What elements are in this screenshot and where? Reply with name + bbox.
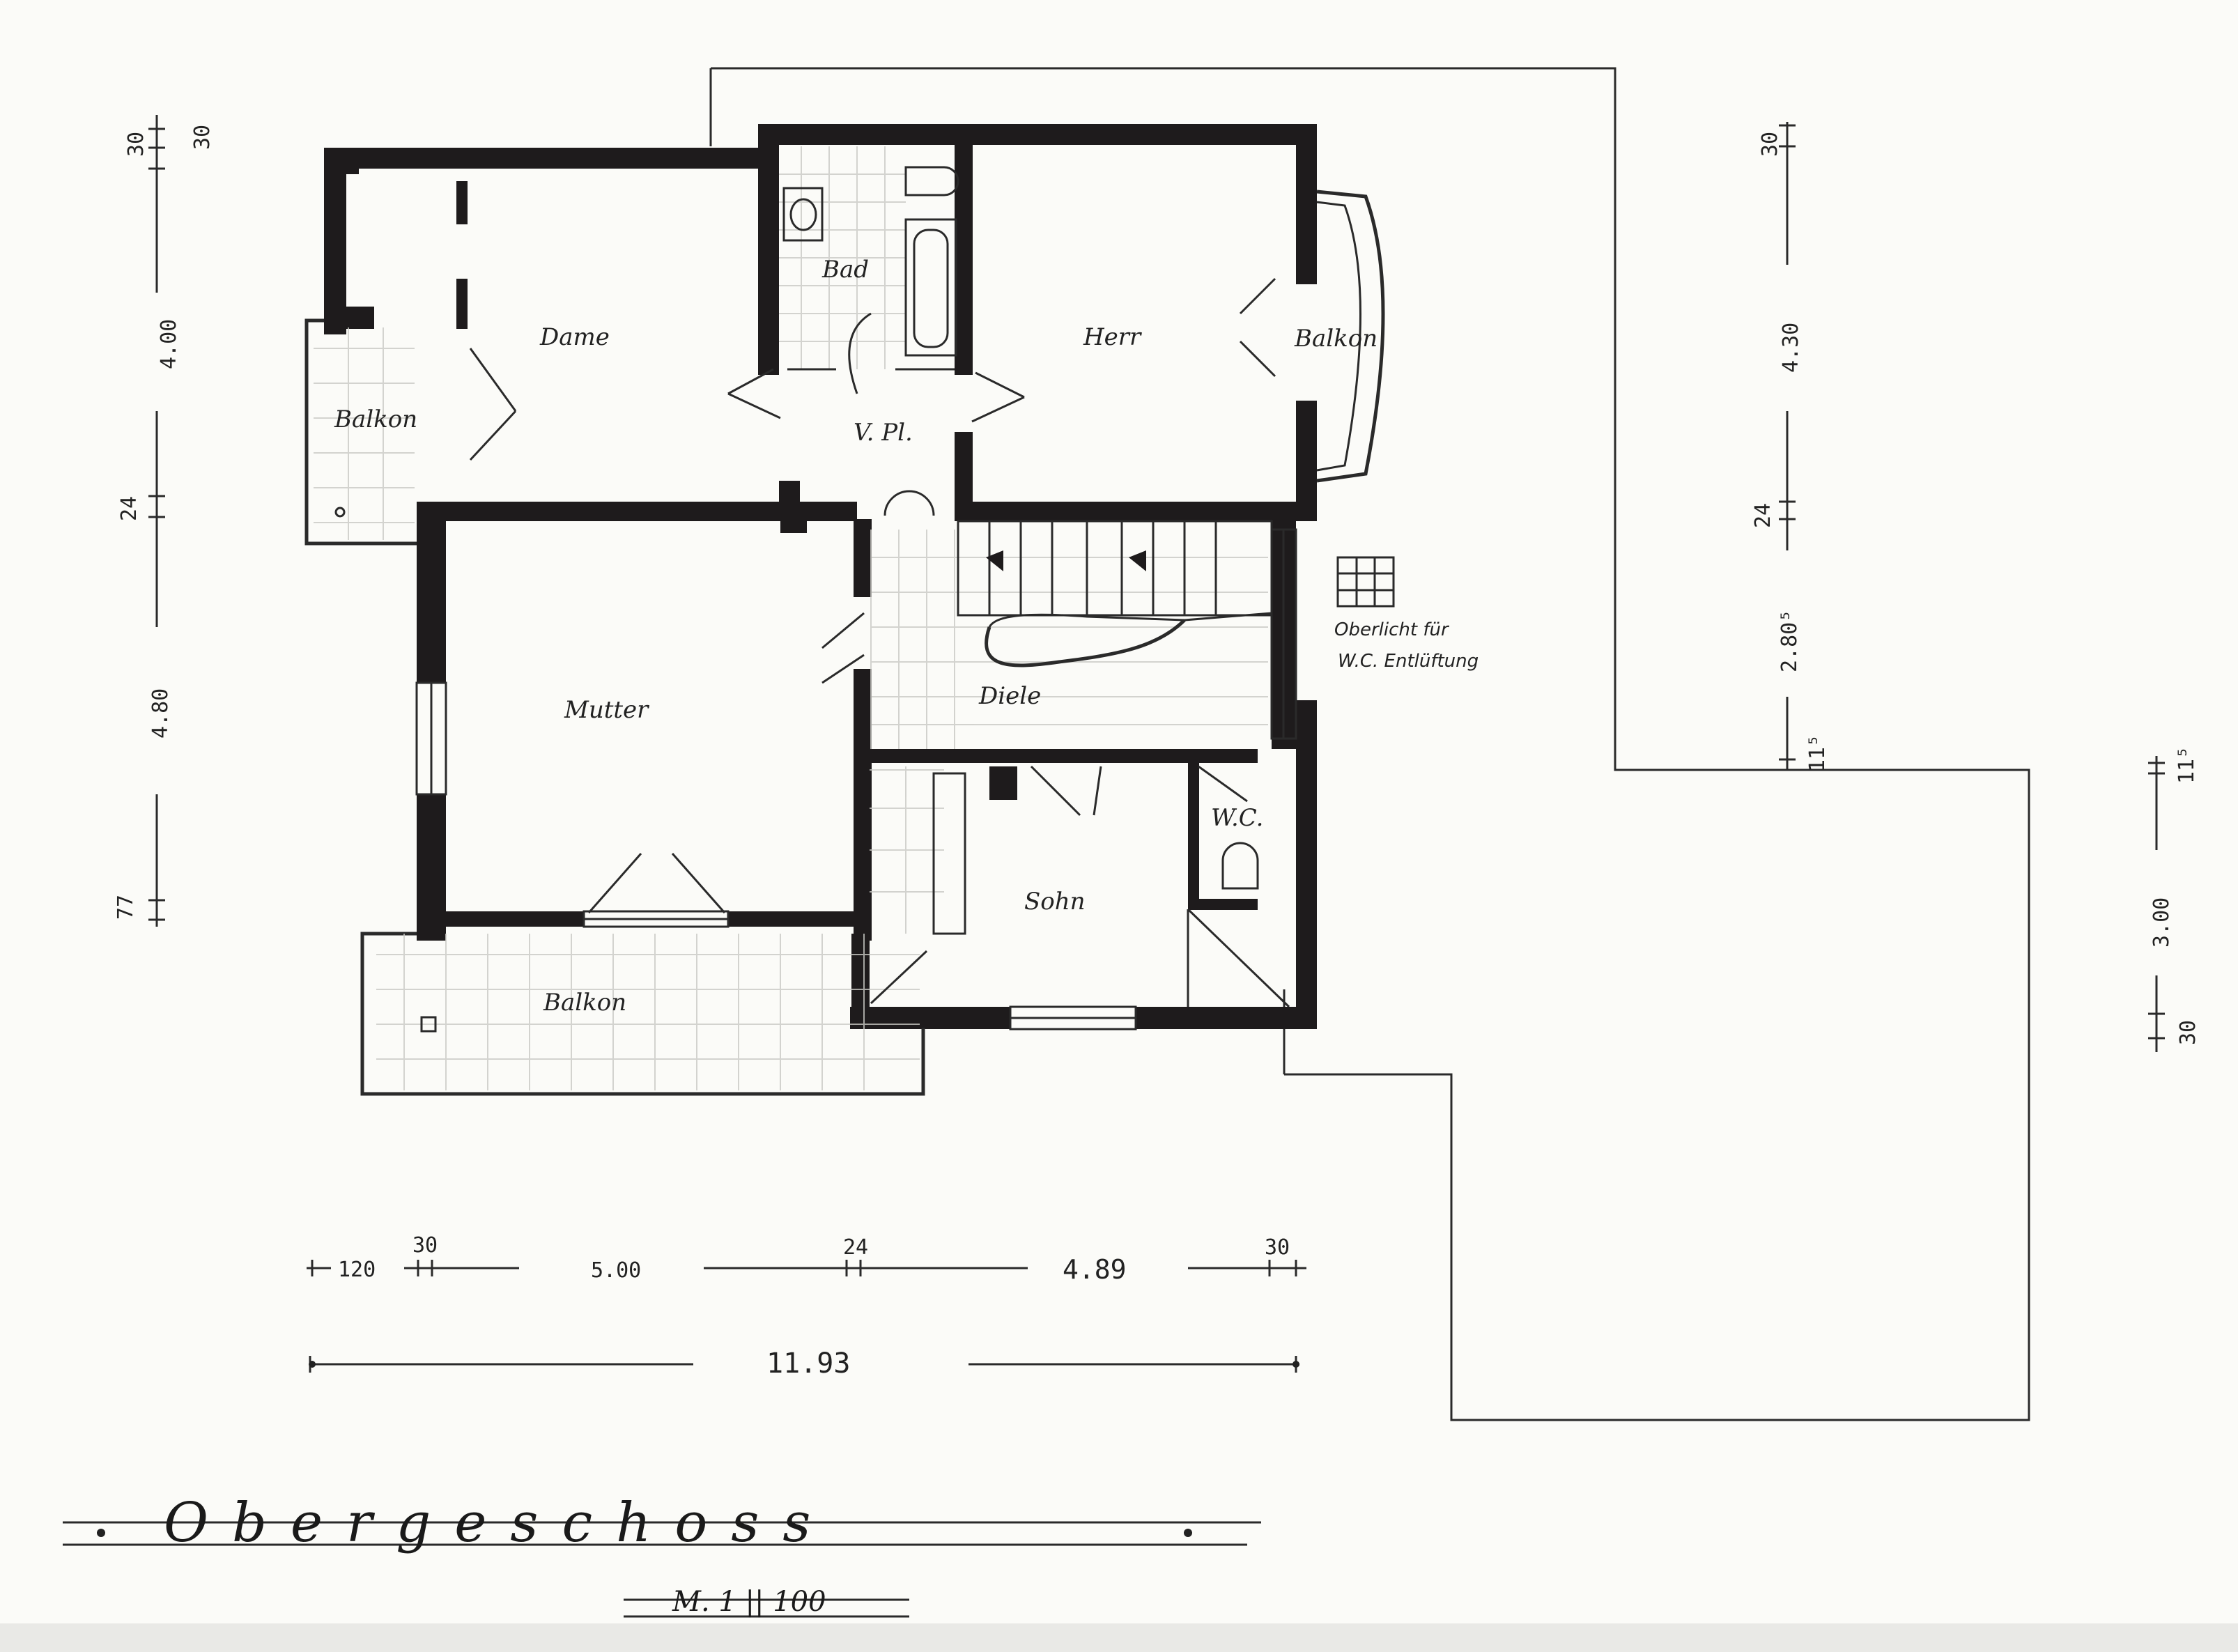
dim-far-right-115: 11⁵ — [2175, 746, 2199, 784]
room-bad: Bad — [821, 256, 869, 284]
plan-scale: M. 1 || 100 — [672, 1586, 826, 1618]
wc-fixture — [1221, 842, 1259, 890]
balcony-outlines — [304, 190, 1385, 1096]
staircase — [957, 520, 1273, 667]
room-labels: Dame Bad Herr Balkon Balkon V. Pl. Mutte… — [334, 256, 1479, 1017]
dim-right-115: 11⁵ — [1805, 734, 1830, 772]
doors — [469, 277, 1276, 1005]
room-wc: W.C. — [1211, 804, 1263, 832]
bath-fixtures — [782, 166, 959, 371]
room-mutter: Mutter — [564, 696, 649, 724]
sohn-closet — [932, 772, 1290, 1008]
dim-bottom-30b: 30 — [1265, 1235, 1290, 1260]
dim-bottom-24: 24 — [843, 1235, 868, 1260]
dim-bottom-500: 5.00 — [591, 1258, 641, 1283]
dimension-left: 30 30 4.00 24 4.80 77 — [114, 115, 215, 927]
walls — [324, 124, 1317, 1029]
windows — [415, 528, 1297, 1030]
scan-edge — [0, 1623, 2238, 1652]
dim-bottom-30a: 30 — [412, 1233, 438, 1258]
dim-bottom-489: 4.89 — [1063, 1254, 1127, 1285]
dim-left-480: 4.80 — [148, 688, 173, 739]
dim-far-right-300: 3.00 — [2150, 897, 2174, 948]
dimension-bottom: 120 30 5.00 24 4.89 30 11.93 — [307, 1233, 1306, 1380]
dim-right-2805: 2.80⁵ — [1777, 610, 1802, 672]
dim-right-24: 24 — [1751, 503, 1775, 528]
dim-left-24: 24 — [117, 496, 141, 521]
room-dame: Dame — [539, 323, 610, 351]
room-balkon-mutter: Balkon — [543, 989, 626, 1017]
note-oberlicht-2: W.C. Entlüftung — [1338, 651, 1479, 672]
dim-left-30b: 30 — [190, 125, 215, 150]
dim-right-30: 30 — [1758, 132, 1782, 157]
dim-bottom-120: 120 — [338, 1258, 376, 1282]
room-herr: Herr — [1083, 323, 1142, 351]
room-balkon-dame: Balkon — [334, 406, 417, 433]
dimension-right: 30 4.30 24 2.80⁵ 11⁵ — [1751, 122, 1830, 772]
dim-bottom-total: 11.93 — [766, 1348, 850, 1380]
dimension-far-right: 11⁵ 3.00 30 — [2148, 746, 2200, 1052]
dim-far-right-30: 30 — [2176, 1020, 2200, 1045]
chimney-marker — [420, 1016, 437, 1033]
room-balkon-herr: Balkon — [1294, 325, 1377, 353]
title-block: Obergeschoss M. 1 || 100 — [63, 1492, 1261, 1618]
plan-title: Obergeschoss — [164, 1492, 834, 1554]
room-vpl: V. Pl. — [854, 419, 913, 447]
dim-left-30: 30 — [124, 132, 148, 157]
skylight-icon — [1336, 556, 1395, 608]
drain-marker — [334, 507, 346, 518]
room-sohn: Sohn — [1024, 888, 1086, 916]
room-diele: Diele — [978, 682, 1041, 710]
tile-grids — [314, 146, 1268, 1090]
note-oberlicht-1: Oberlicht für — [1334, 619, 1450, 640]
dim-left-400: 4.00 — [157, 319, 181, 369]
dim-left-77: 77 — [114, 895, 138, 920]
dim-right-430: 4.30 — [1779, 323, 1803, 373]
site-outline — [709, 67, 2030, 1421]
